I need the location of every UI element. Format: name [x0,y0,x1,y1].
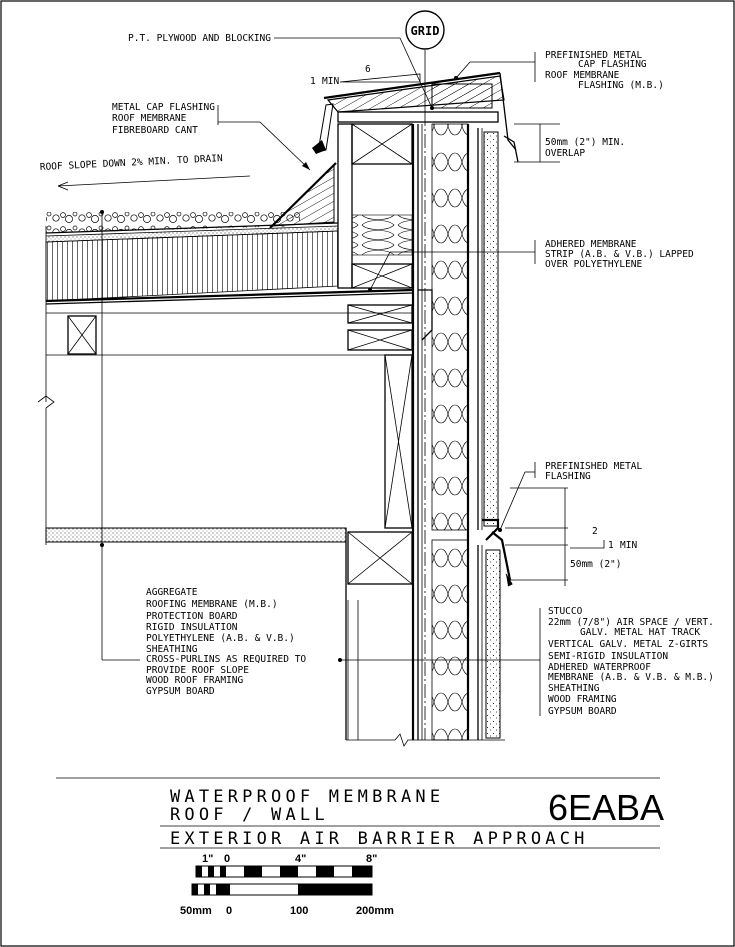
scale-metric-mid: 100 [290,905,308,917]
scale-imperial-end: 8" [366,853,377,865]
slope-run: 6 [365,64,371,75]
wall-layer: VERTICAL GALV. METAL Z-GIRTS [548,639,708,650]
wall-layer: MEMBRANE (A.B. & V.B. & M.B.) [548,672,714,683]
slope-indicator-roof: 6 1 MIN [310,64,421,87]
scale-imperial: 1" 0 4" 8" [195,853,377,878]
roof-layers-list: AGGREGATE ROOFING MEMBRANE (M.B.) PROTEC… [146,587,306,697]
slope-suffix: MIN [322,76,339,87]
roof-layer: WOOD ROOF FRAMING [146,675,244,686]
wall-layer: STUCCO [548,606,583,617]
callout-prefinished-cap-2: CAP FLASHING [578,59,647,70]
callout-pt-plywood: P.T. PLYWOOD AND BLOCKING [128,33,271,44]
grid-tag: GRID [411,24,440,38]
callout-prefinished-flashing-2: FLASHING [545,471,591,482]
scale-imperial-zero: 0 [224,853,230,865]
wall-layer: 22mm (7/8") AIR SPACE / VERT. [548,617,714,628]
callout-texts: P.T. PLYWOOD AND BLOCKING METAL CAP FLAS… [112,33,714,717]
dimension-50mm: 50mm (2") [570,559,621,570]
roof-assembly [37,212,413,740]
callout-adhered-strip-2: STRIP (A.B. & V.B.) LAPPED [545,249,694,260]
roof-layer: POLYETHYLENE (A.B. & V.B.) [146,633,295,644]
detail-code: 6EABA [548,787,664,828]
roof-layer: GYPSUM BOARD [146,686,215,697]
roof-layer: RIGID INSULATION [146,622,238,633]
title-line-1: WATERPROOF MEMBRANE [170,787,444,807]
callout-prefinished-cap-4: FLASHING (M.B.) [578,80,664,91]
callout-prefinished-cap-1: PREFINISHED METAL [545,50,643,61]
roof-layer: CROSS-PURLINS AS REQUIRED TO [146,654,306,665]
slope-rise: 1 [310,76,316,87]
roof-slope-note: ROOF SLOPE DOWN 2% MIN. TO DRAIN [40,153,224,173]
wall-layer: SEMI-RIGID INSULATION [548,651,668,662]
title-subtitle: EXTERIOR AIR BARRIER APPROACH [170,829,589,849]
callout-prefinished-flashing-1: PREFINISHED METAL [545,461,643,472]
scale-metric: 50mm 0 100 200mm [180,883,394,917]
roof-layer: PROTECTION BOARD [146,611,238,622]
scale-imperial-mid: 4" [295,853,306,865]
callout-prefinished-cap-3: ROOF MEMBRANE [545,70,620,81]
title-line-2: ROOF / WALL [170,805,329,825]
grid-bubble: GRID [405,10,445,50]
callout-cap-flashing-left-2: ROOF MEMBRANE [112,113,187,124]
scale-metric-zero: 0 [226,905,232,917]
leader-lines [100,37,605,716]
wall-layer: WOOD FRAMING [548,694,617,705]
wall-layers-list: STUCCO 22mm (7/8") AIR SPACE / VERT. GAL… [548,606,714,717]
scale-metric-left: 50mm [180,905,212,917]
callout-cap-flashing-left-1: METAL CAP FLASHING [112,102,215,113]
lower-slope-rise: 1 [608,540,614,551]
wall-layer: SHEATHING [548,683,600,694]
lower-slope-suffix: MIN [620,540,637,551]
wall-layer: ADHERED WATERPROOF [548,662,651,673]
callout-cap-flashing-left-3: FIBREBOARD CANT [112,125,198,136]
roof-layer: PROVIDE ROOF SLOPE [146,665,249,676]
roof-slope-arrow: ROOF SLOPE DOWN 2% MIN. TO DRAIN [40,153,251,191]
callout-overlap-2: OVERLAP [545,148,585,159]
lower-slope-run: 2 [592,526,598,537]
callout-adhered-strip-3: OVER POLYETHYLENE [545,259,643,270]
roof-layer: AGGREGATE [146,587,198,598]
wall-layer: GYPSUM BOARD [548,706,617,717]
scale-imperial-left: 1" [202,853,213,865]
title-block: WATERPROOF MEMBRANE ROOF / WALL 6EABA EX… [56,777,664,849]
scale-metric-end: 200mm [356,905,394,917]
roof-layer: SHEATHING [146,644,198,655]
wall-layer: GALV. METAL HAT TRACK [580,627,700,638]
callout-overlap-1: 50mm (2") MIN. [545,137,625,148]
callout-adhered-strip-1: ADHERED MEMBRANE [545,239,637,250]
roof-layer: ROOFING MEMBRANE (M.B.) [146,599,278,610]
wall-assembly [269,50,519,747]
